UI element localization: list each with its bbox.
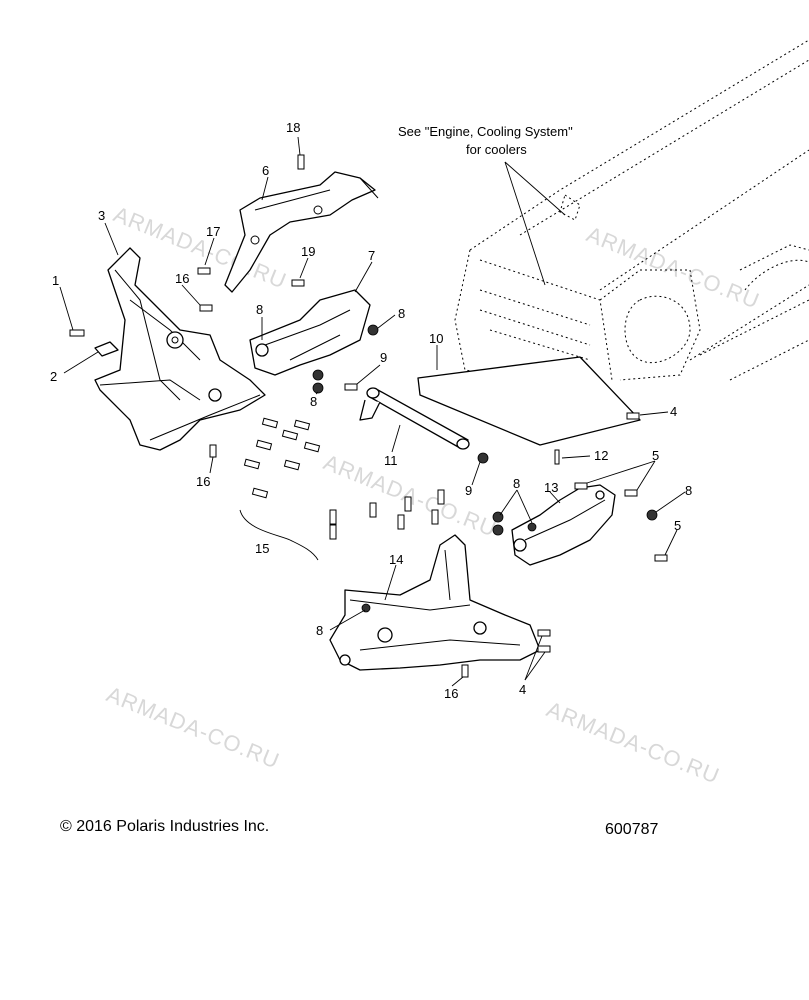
callout-8-e: 8 xyxy=(685,483,692,498)
callout-8-b: 8 xyxy=(398,306,405,321)
callout-18: 18 xyxy=(286,120,300,135)
callout-11: 11 xyxy=(384,453,398,468)
callout-13: 13 xyxy=(544,480,558,495)
part-3-bulkhead-bracket xyxy=(94,247,266,451)
fasteners xyxy=(69,154,668,678)
watermark-4: ARMADA-CO.RU xyxy=(103,681,283,773)
copyright-text: © 2016 Polaris Industries Inc. xyxy=(60,818,269,835)
callout-8-a: 8 xyxy=(256,302,263,317)
callout-16-b: 16 xyxy=(196,474,210,489)
watermark-2: ARMADA-CO.RU xyxy=(583,221,763,313)
callout-14: 14 xyxy=(389,552,403,567)
part-13-right-bracket xyxy=(511,484,616,566)
callout-12: 12 xyxy=(594,448,608,463)
callout-9-a: 9 xyxy=(380,350,387,365)
watermark-5: ARMADA-CO.RU xyxy=(543,696,723,788)
reference-note-line2: for coolers xyxy=(466,142,527,157)
callout-5-a: 5 xyxy=(652,448,659,463)
diagram-number: 600787 xyxy=(605,821,658,838)
bolt-group-15 xyxy=(239,417,445,561)
callout-7: 7 xyxy=(368,248,375,263)
callouts: 18 6 3 17 19 7 16 1 8 8 10 9 2 8 4 11 12… xyxy=(50,120,692,701)
callout-1: 1 xyxy=(52,273,59,288)
callout-6: 6 xyxy=(262,163,269,178)
part-7-bracket xyxy=(249,289,371,376)
callout-3: 3 xyxy=(98,208,105,223)
part-14-lower-bracket xyxy=(329,534,541,671)
part-10-skid-plate xyxy=(417,356,641,446)
callout-15: 15 xyxy=(255,541,269,556)
callout-16-a: 16 xyxy=(175,271,189,286)
callout-4-a: 4 xyxy=(670,404,677,419)
watermark-3: ARMADA-CO.RU xyxy=(320,449,500,541)
callout-16-c: 16 xyxy=(444,686,458,701)
callout-19: 19 xyxy=(301,244,315,259)
part-6-upper-bracket xyxy=(224,171,379,293)
callout-8-d: 8 xyxy=(513,476,520,491)
callout-8-f: 8 xyxy=(316,623,323,638)
leader-lines xyxy=(59,136,686,687)
callout-4-b: 4 xyxy=(519,682,526,697)
callout-5-b: 5 xyxy=(674,518,681,533)
callout-2: 2 xyxy=(50,369,57,384)
callout-17: 17 xyxy=(206,224,220,239)
callout-10: 10 xyxy=(429,331,443,346)
callout-8-c: 8 xyxy=(310,394,317,409)
callout-9-b: 9 xyxy=(465,483,472,498)
reference-note-line1: See "Engine, Cooling System" xyxy=(398,124,573,139)
chassis-tunnel xyxy=(454,39,809,391)
part-11-cross-shaft xyxy=(359,387,470,450)
